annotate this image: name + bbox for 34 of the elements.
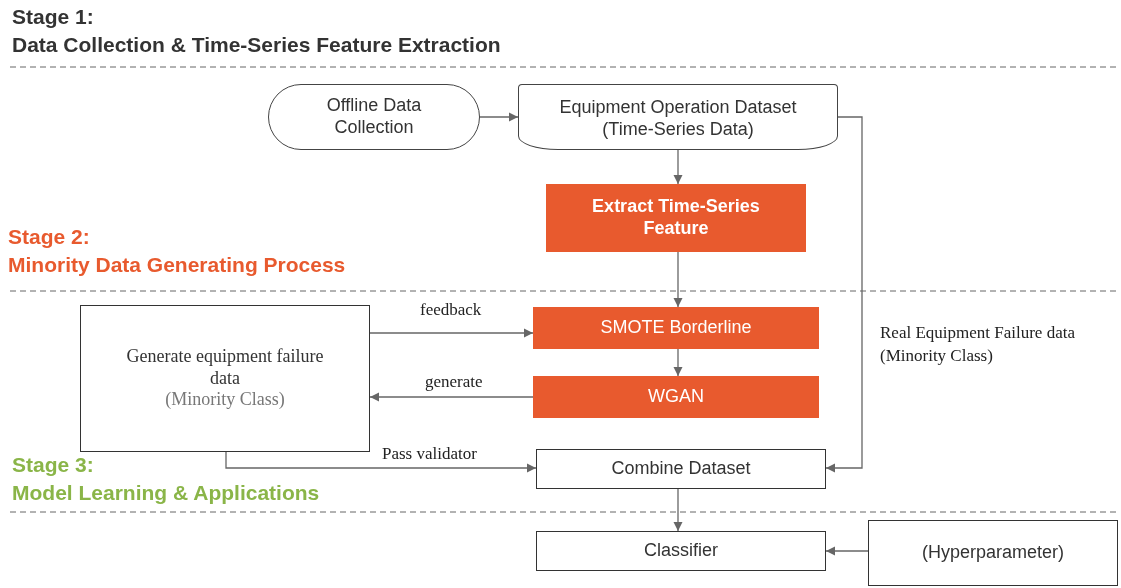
arrow bbox=[673, 348, 683, 377]
node-text: Offline Data Collection bbox=[325, 95, 423, 139]
dataset-shape bbox=[518, 84, 838, 150]
arrow bbox=[369, 392, 534, 402]
process-box bbox=[533, 307, 819, 349]
arrow bbox=[673, 149, 683, 185]
process-box bbox=[868, 520, 1118, 586]
node-text: Combine Dataset bbox=[611, 458, 751, 480]
arrow bbox=[479, 112, 519, 122]
arrow bbox=[673, 251, 683, 308]
stage-heading: Stage 3: bbox=[12, 452, 94, 478]
stage-heading: Minority Data Generating Process bbox=[8, 252, 346, 278]
process-box bbox=[536, 449, 826, 489]
node-text: WGAN bbox=[648, 386, 704, 408]
arrow bbox=[225, 451, 537, 473]
process-box bbox=[533, 376, 819, 418]
node-text: (Hyperparameter) bbox=[921, 542, 1064, 564]
node-text: Extract Time-Series Feature bbox=[591, 196, 761, 240]
stage-heading: Model Learning & Applications bbox=[12, 480, 320, 506]
stage-heading: Data Collection & Time-Series Feature Extraction bbox=[12, 32, 501, 58]
arrow bbox=[673, 488, 683, 532]
node-text: (Minority Class) bbox=[165, 389, 285, 411]
node-text: SMOTE Borderline bbox=[600, 317, 752, 339]
arrow bbox=[369, 328, 534, 338]
node-text: Classifier bbox=[644, 540, 718, 562]
stage-heading: Stage 1: bbox=[12, 4, 94, 30]
process-box bbox=[80, 305, 370, 452]
process-box bbox=[546, 184, 806, 252]
node-text: Generate equipment failure data bbox=[125, 346, 325, 390]
arrow bbox=[825, 546, 869, 556]
arrow bbox=[825, 116, 863, 473]
process-box bbox=[536, 531, 826, 571]
node-text: Equipment Operation Dataset (Time-Series Data) bbox=[559, 97, 797, 141]
stage-heading: Stage 2: bbox=[8, 224, 90, 250]
